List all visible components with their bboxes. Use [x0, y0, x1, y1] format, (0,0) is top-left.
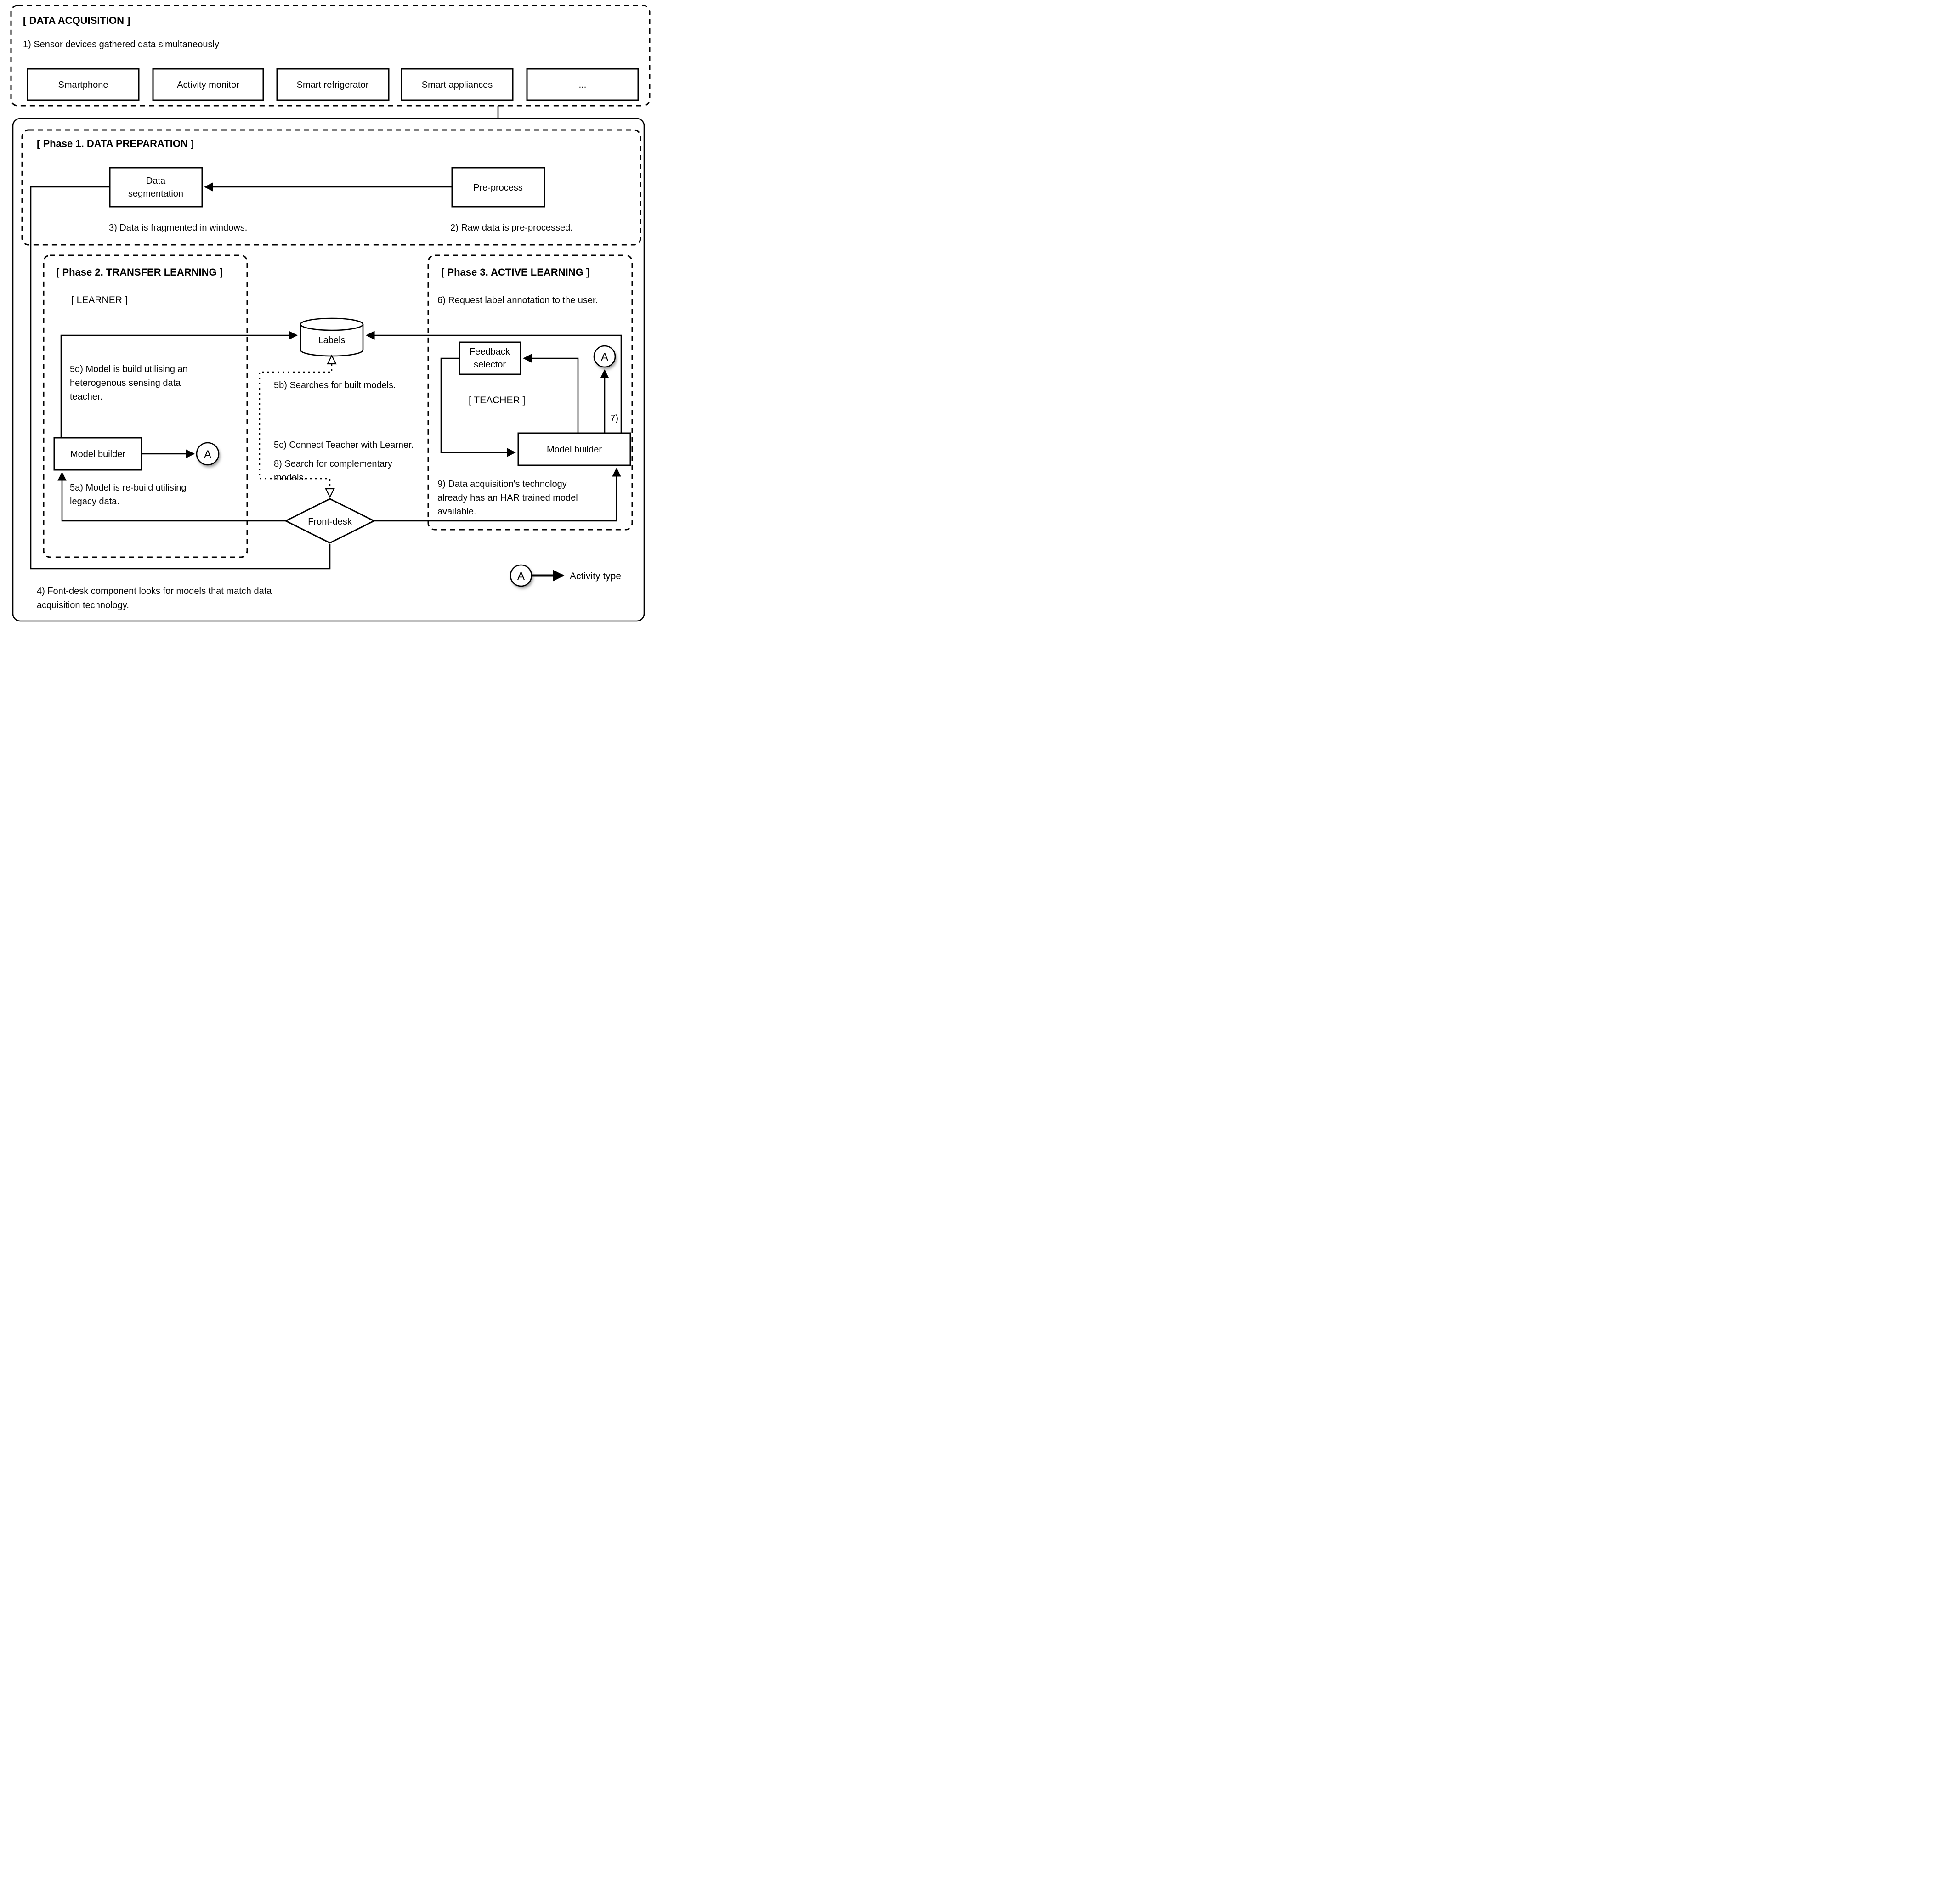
device-smart-appliances: Smart appliances — [401, 68, 514, 101]
step8-line1: 8) Search for complementary — [274, 459, 392, 469]
teacher-model-builder-box — [517, 432, 631, 466]
learner-model-builder-node: Model builder — [53, 437, 142, 471]
step5d-line3: teacher. — [70, 392, 102, 402]
feedback-selector-line1: Feedback — [470, 347, 510, 357]
device-label: Smartphone — [58, 80, 108, 90]
step1-text: 1) Sensor devices gathered data simultan… — [23, 40, 219, 50]
data-segmentation-box — [109, 167, 203, 208]
diagram-canvas: [ DATA ACQUISITION ] 1) Sensor devices g… — [10, 5, 651, 622]
phase3-container — [427, 254, 633, 531]
feedback-selector-line2: selector — [474, 360, 506, 370]
legend-badge-circle — [510, 564, 532, 587]
front-desk-node: Front-desk — [284, 498, 376, 544]
step5a-line2: legacy data. — [70, 497, 119, 507]
teacher-model-builder-node: Model builder — [517, 432, 631, 466]
labels-label: Labels — [318, 335, 346, 345]
device-box — [152, 68, 264, 101]
step7-text: 7) — [610, 413, 618, 424]
step2-text: 2) Raw data is pre-processed. — [450, 223, 573, 233]
badge-circle — [196, 442, 220, 466]
step9-line2: already has an HAR trained model — [437, 493, 578, 503]
labels-cylinder-top — [300, 317, 364, 331]
open-arrowhead-into-frontdesk — [325, 488, 335, 498]
wire-segmentation-to-frontdesk — [30, 186, 331, 570]
badge-letter: A — [601, 351, 608, 363]
learner-model-builder-label: Model builder — [70, 449, 125, 459]
data-segmentation-label-line1: Data — [146, 176, 166, 186]
wire-feedback-to-builder — [440, 357, 516, 457]
device-label: Smart appliances — [422, 80, 493, 90]
labels-datastore: Labels — [300, 317, 364, 357]
legend-activity-type: A Activity type — [510, 564, 621, 588]
step5d-line1: 5d) Model is build utilising an — [70, 364, 188, 374]
device-box — [401, 68, 514, 101]
har-framework-diagram: [ DATA ACQUISITION ] 1) Sensor devices g… — [0, 0, 653, 627]
phase3-title: [ Phase 3. ACTIVE LEARNING ] — [441, 266, 589, 278]
phase2-container — [43, 254, 248, 558]
device-smart-refrigerator: Smart refrigerator — [276, 68, 390, 101]
learner-activity-badge: A — [196, 442, 220, 467]
wire-builder-to-labels-step7 — [366, 331, 622, 433]
badge-circle — [593, 345, 616, 368]
device-box — [27, 68, 140, 101]
step5a-line1: 5a) Model is re-build utilising — [70, 483, 186, 493]
teacher-activity-badge: A — [593, 345, 617, 369]
preprocess-label: Pre-process — [473, 183, 523, 193]
badge-letter: A — [204, 448, 211, 461]
step6-text: 6) Request label annotation to the user. — [437, 295, 598, 305]
wire-frontdesk-to-teacher-builder — [374, 468, 621, 522]
device-ellipsis: ... — [526, 68, 639, 101]
teacher-model-builder-label: Model builder — [547, 445, 602, 455]
feedback-selector-node: Feedback selector — [459, 341, 521, 375]
data-segmentation-label-line2: segmentation — [128, 189, 183, 199]
step9-line3: available. — [437, 507, 476, 517]
step9-line1: 9) Data acquisition's technology — [437, 479, 567, 489]
data-segmentation-node: Data segmentation — [109, 167, 203, 208]
teacher-label: [ TEACHER ] — [469, 395, 525, 406]
step8-line2: models. — [274, 473, 306, 483]
device-box — [526, 68, 639, 101]
phase1-container — [21, 129, 641, 246]
step4-line1: 4) Font-desk component looks for models … — [37, 586, 272, 596]
step5d-line2: heterogenous sensing data — [70, 378, 181, 388]
wire-dotted-search-route — [259, 364, 333, 489]
phase2-title: [ Phase 2. TRANSFER LEARNING ] — [56, 266, 223, 278]
step3-text: 3) Data is fragmented in windows. — [109, 223, 247, 233]
data-acquisition-title: [ DATA ACQUISITION ] — [23, 15, 130, 26]
device-label: Activity monitor — [177, 80, 239, 90]
device-label: Smart refrigerator — [297, 80, 369, 90]
step5b-text: 5b) Searches for built models. — [274, 380, 396, 390]
learner-model-builder-box — [53, 437, 142, 471]
preprocess-node: Pre-process — [451, 167, 545, 208]
device-box — [276, 68, 390, 101]
preprocess-box — [451, 167, 545, 208]
wire-frontdesk-to-learner-builder — [57, 472, 286, 522]
front-desk-label: Front-desk — [308, 517, 352, 527]
phase1-title: [ Phase 1. DATA PREPARATION ] — [37, 138, 194, 149]
legend-label: Activity type — [570, 571, 621, 582]
device-label: ... — [579, 80, 587, 90]
learner-label: [ LEARNER ] — [71, 295, 128, 305]
legend-badge-letter: A — [517, 570, 525, 582]
open-arrowhead-into-labels — [327, 354, 337, 365]
feedback-selector-box — [459, 341, 521, 375]
wire-builder-to-feedback-selector — [523, 354, 579, 433]
device-smartphone: Smartphone — [27, 68, 140, 101]
data-acquisition-container — [10, 5, 651, 107]
step4-line2: acquisition technology. — [37, 600, 129, 610]
step5c-text: 5c) Connect Teacher with Learner. — [274, 440, 414, 450]
device-activity-monitor: Activity monitor — [152, 68, 264, 101]
front-desk-diamond — [284, 498, 376, 544]
wire-learner-builder-to-labels — [60, 331, 298, 438]
